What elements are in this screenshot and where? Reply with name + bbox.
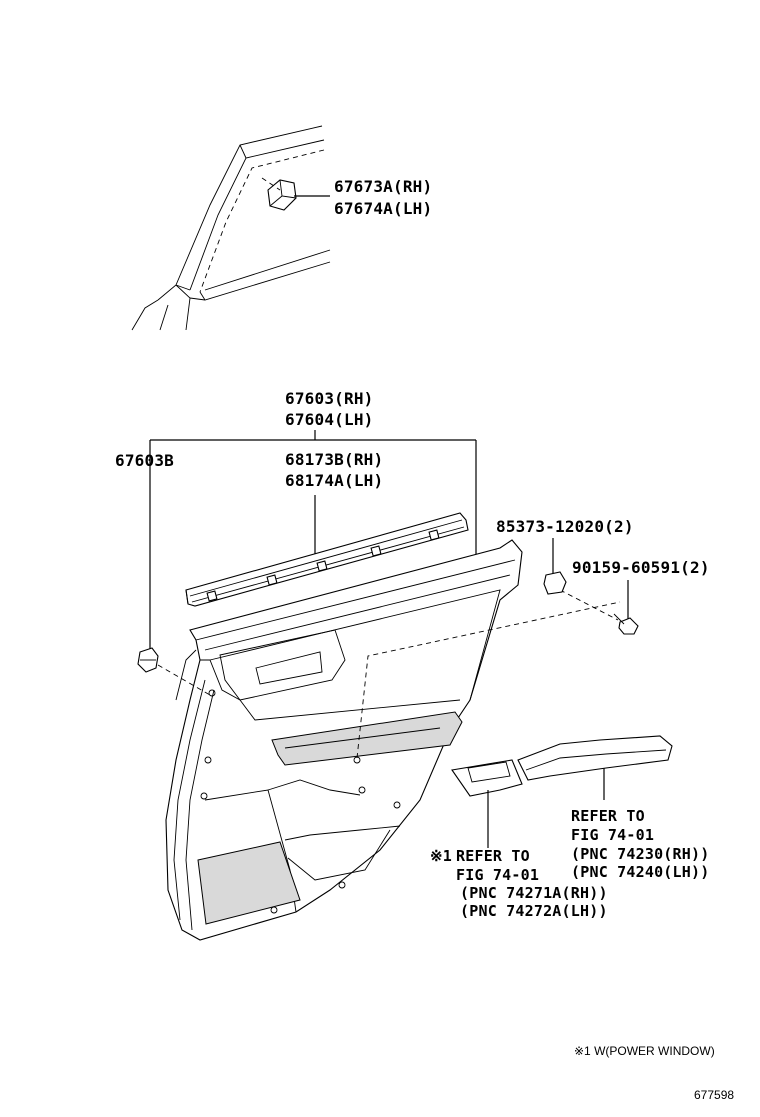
bracket-67603 [149,430,477,650]
part-67673a-clip [261,177,330,211]
label-85373: 85373-12020(2) [496,517,634,536]
label-67603: 67603(RH) [285,389,374,408]
part-90159-screw [613,580,639,635]
armrest-cover-right [517,735,673,800]
label-67674a: 67674A(LH) [334,199,433,218]
footnote: ※1 W(POWER WINDOW) [574,1044,715,1058]
label-67673a: 67673A(RH) [334,177,433,196]
ref-right-line1: REFER TO [571,807,645,825]
ref-left-mark: ※1 [430,847,452,865]
ref-right-line4: (PNC 74240(LH)) [571,863,710,881]
part-68173b-weatherstrip [185,495,469,607]
door-trim-panel [165,539,523,941]
label-90159: 90159-60591(2) [572,558,710,577]
part-67603b-clip [137,647,159,673]
label-68174a: 68174A(LH) [285,471,384,490]
vehicle-door-frame-view [131,125,331,331]
ref-left-line1: REFER TO [456,847,530,865]
ref-left-line4: (PNC 74272A(LH)) [460,902,608,920]
label-67603b: 67603B [115,451,174,470]
ref-right-line3: (PNC 74230(RH)) [571,845,710,863]
part-85373-clip [543,538,567,595]
label-67604: 67604(LH) [285,410,374,429]
switch-base-left [451,759,523,848]
label-68173b: 68173B(RH) [285,450,384,469]
ref-right-line2: FIG 74-01 [571,826,655,844]
ref-left-line3: (PNC 74271A(RH)) [460,884,608,902]
ref-left-line2: FIG 74-01 [456,866,540,884]
figure-number: 677598 [694,1088,735,1102]
